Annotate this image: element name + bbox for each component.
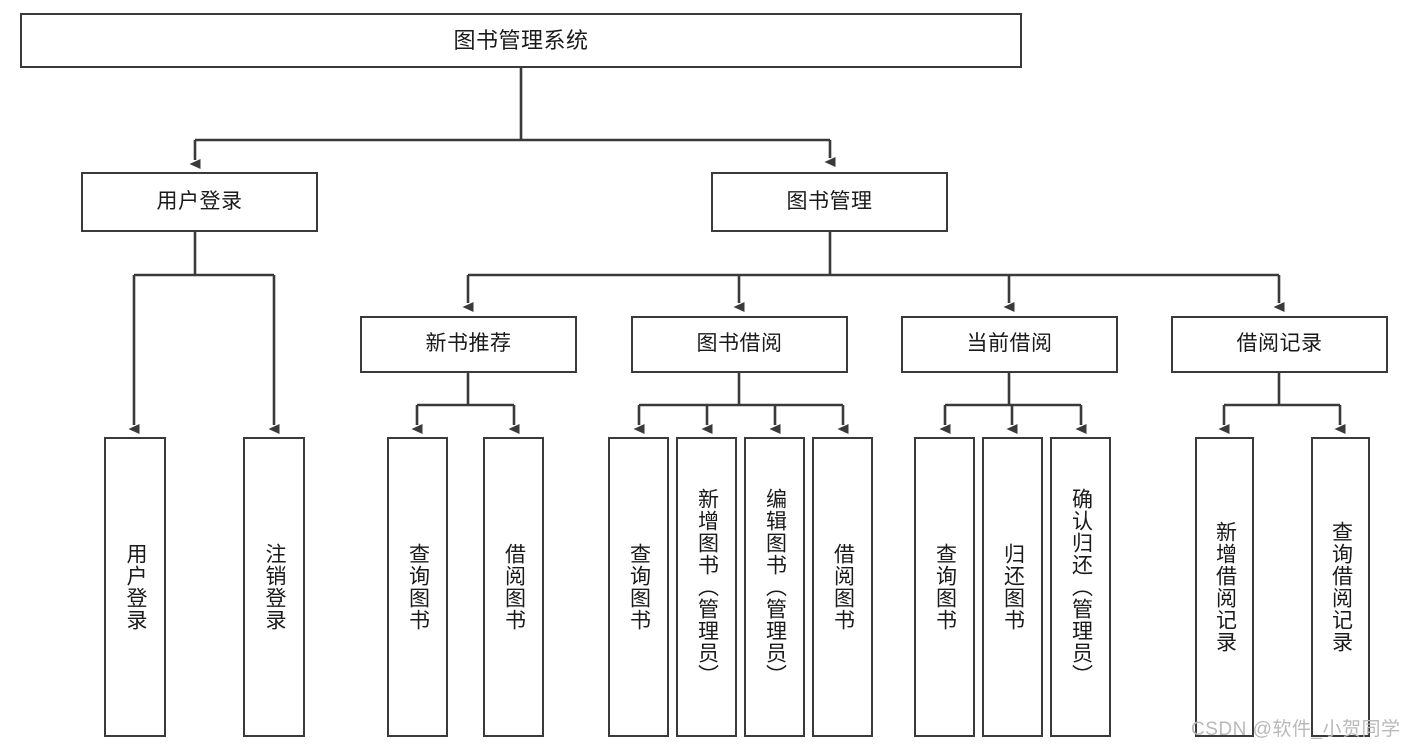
- node-label: 图书管理: [786, 189, 873, 213]
- node-label: 查询图书: [406, 543, 430, 631]
- node-leaf-return-book[interactable]: 归还图书: [982, 437, 1043, 737]
- node-leaf-logout-login[interactable]: 注销登录: [243, 437, 305, 737]
- node-current-borrow[interactable]: 当前借阅: [901, 316, 1118, 373]
- node-label: 当前借阅: [966, 332, 1053, 356]
- node-new-book-recommend[interactable]: 新书推荐: [360, 316, 577, 373]
- node-leaf-borrow-book[interactable]: 借阅图书: [812, 437, 873, 737]
- node-label: 新书推荐: [425, 332, 512, 356]
- node-leaf-query-borrow-record[interactable]: 查询借阅记录: [1311, 437, 1370, 737]
- node-label: 归还图书: [1001, 543, 1025, 631]
- node-root-book-management-system[interactable]: 图书管理系统: [20, 13, 1022, 68]
- node-leaf-add-book[interactable]: 新增图书（管理员）: [676, 437, 737, 737]
- node-label: 借阅图书: [831, 543, 855, 631]
- node-leaf-query-book-recommend[interactable]: 查询图书: [387, 437, 448, 737]
- node-leaf-query-book-borrow[interactable]: 查询图书: [608, 437, 669, 737]
- node-leaf-add-borrow-record[interactable]: 新增借阅记录: [1195, 437, 1254, 737]
- node-leaf-confirm-return[interactable]: 确认归还（管理员）: [1050, 437, 1111, 737]
- node-leaf-user-login[interactable]: 用户登录: [104, 437, 166, 737]
- node-label: 用户登录: [156, 189, 243, 213]
- node-borrow-record[interactable]: 借阅记录: [1171, 316, 1388, 373]
- node-label: 新增图书（管理员）: [695, 488, 719, 686]
- node-leaf-edit-book[interactable]: 编辑图书（管理员）: [744, 437, 805, 737]
- node-book-management[interactable]: 图书管理: [711, 172, 948, 232]
- node-label: 新增借阅记录: [1213, 521, 1237, 653]
- node-label: 图书管理系统: [453, 27, 589, 53]
- node-label: 用户登录: [124, 543, 148, 631]
- node-label: 查询图书: [627, 543, 651, 631]
- node-label: 注销登录: [263, 543, 287, 631]
- node-book-borrow[interactable]: 图书借阅: [631, 316, 848, 373]
- node-label: 查询图书: [933, 543, 957, 631]
- node-label: 图书借阅: [696, 332, 783, 356]
- node-label: 编辑图书（管理员）: [763, 488, 787, 686]
- node-label: 借阅图书: [502, 543, 526, 631]
- node-leaf-borrow-book-recommend[interactable]: 借阅图书: [483, 437, 544, 737]
- node-label: 确认归还（管理员）: [1069, 488, 1093, 686]
- watermark-text: CSDN @软件_小贺同学: [1191, 719, 1401, 740]
- node-user-login[interactable]: 用户登录: [81, 172, 318, 232]
- node-label: 查询借阅记录: [1329, 521, 1353, 653]
- node-leaf-query-book-current[interactable]: 查询图书: [914, 437, 975, 737]
- node-label: 借阅记录: [1236, 332, 1323, 356]
